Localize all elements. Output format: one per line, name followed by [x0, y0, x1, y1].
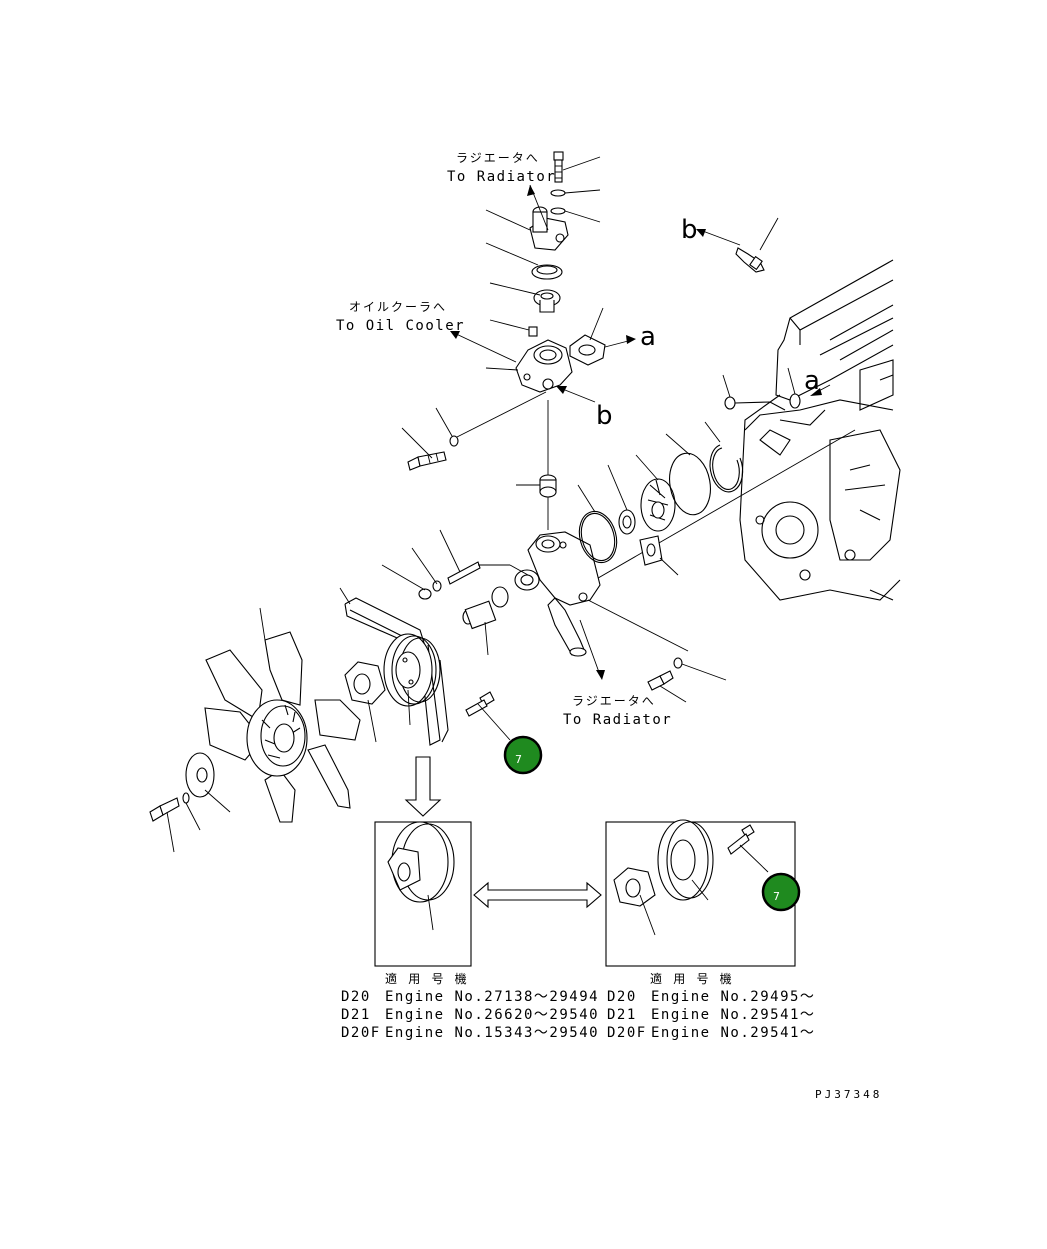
radiator-bottom-label-jp: ラジエータへ [572, 694, 656, 708]
engine-range: Engine No.27138～29494 [385, 989, 599, 1005]
bolt-lower-right [587, 599, 727, 703]
impeller [635, 454, 676, 532]
flow-arrows [450, 184, 831, 680]
oil-cooler-label-jp: オイルクーラへ [349, 300, 447, 314]
engine-range: Engine No.15343～29540 [385, 1025, 599, 1041]
radiator-bottom-label-en: To Radiator [563, 712, 672, 728]
mechanical-seal [607, 464, 636, 535]
applicability-header: 適 用 号 機 [385, 971, 469, 986]
pump-plate [639, 535, 679, 576]
applicability-header: 適 用 号 機 [650, 971, 734, 986]
temperature-sender [735, 247, 765, 273]
callout-badge-label: 7 [773, 890, 780, 903]
model-code: D20F [607, 1025, 647, 1041]
water-pump [514, 531, 601, 657]
callout-badge-7-detail[interactable]: 7 [761, 872, 801, 912]
pulley [383, 633, 441, 726]
detail-box-left [374, 821, 472, 967]
model-code: D20 [341, 989, 371, 1005]
pump-bearing [462, 586, 509, 656]
engine-block [739, 259, 901, 601]
oil-cooler-label-en: To Oil Cooler [336, 318, 465, 334]
fan-plate [149, 752, 231, 853]
bolt-washer-left [401, 407, 459, 471]
applicability-left: 適 用 号 機 D20 Engine No.27138～29494 D21 En… [341, 971, 599, 1041]
engine-range: Engine No.29495～ [651, 989, 815, 1005]
figure-code: PJ37348 [815, 1088, 882, 1101]
hose-adaptor [722, 367, 801, 411]
ref-letter-a1: a [640, 322, 656, 352]
fan-spacer [344, 661, 386, 743]
engine-range: Engine No.26620～29540 [385, 1007, 599, 1023]
cooling-fan [204, 607, 361, 823]
model-code: D20F [341, 1025, 381, 1041]
double-arrow [473, 881, 602, 909]
down-arrow [404, 756, 442, 817]
callout-badge-7-main[interactable]: 7 [503, 735, 543, 775]
ref-letter-b1: b [596, 401, 613, 431]
o-ring [577, 484, 618, 564]
model-code: D20 [607, 989, 637, 1005]
engine-range: Engine No.29541～ [651, 1007, 815, 1023]
stud-nut [381, 529, 529, 600]
radiator-top-label-en: To Radiator [447, 169, 556, 185]
thermostat-assembly [515, 151, 606, 393]
ref-letter-b2: b [681, 215, 698, 245]
radiator-top-label-jp: ラジエータへ [456, 151, 540, 165]
engine-range: Engine No.29541～ [651, 1025, 815, 1041]
snap-ring [704, 421, 744, 493]
applicability-right: 適 用 号 機 D20 Engine No.29495～ D21 Engine … [607, 971, 815, 1041]
detail-box-right [605, 819, 796, 967]
gasket-ring [665, 433, 711, 516]
ref-letter-a2: a [804, 366, 820, 396]
model-code: D21 [341, 1007, 371, 1023]
leader-lines-top [454, 156, 779, 439]
pulley-bolt [465, 691, 511, 741]
callout-badge-label: 7 [515, 753, 522, 766]
model-code: D21 [607, 1007, 637, 1023]
